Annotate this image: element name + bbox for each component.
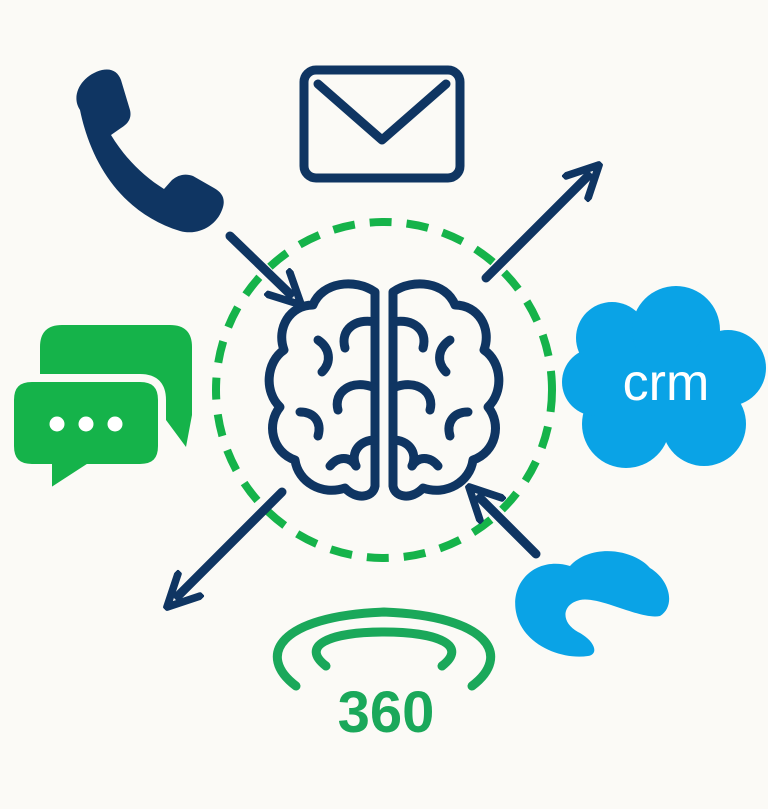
phone-icon xyxy=(76,69,224,233)
arrow-phone-to-brain xyxy=(225,231,290,294)
arrow-brain-to-crm xyxy=(481,176,588,283)
crm-label: crm xyxy=(623,354,710,412)
dashed-ring xyxy=(212,218,556,562)
arrows xyxy=(178,176,588,596)
arrow-brain-to-360 xyxy=(178,487,287,596)
crm-cloud-icon: crm xyxy=(562,286,766,468)
arrow-cloud-to-brain xyxy=(480,498,541,559)
brain-icon xyxy=(264,279,504,501)
envelope-icon xyxy=(299,65,465,183)
chat-bubbles-icon xyxy=(6,325,192,502)
cloud-icon xyxy=(515,551,670,657)
label-360: 360 xyxy=(338,680,435,745)
loop-360-icon xyxy=(272,607,496,691)
